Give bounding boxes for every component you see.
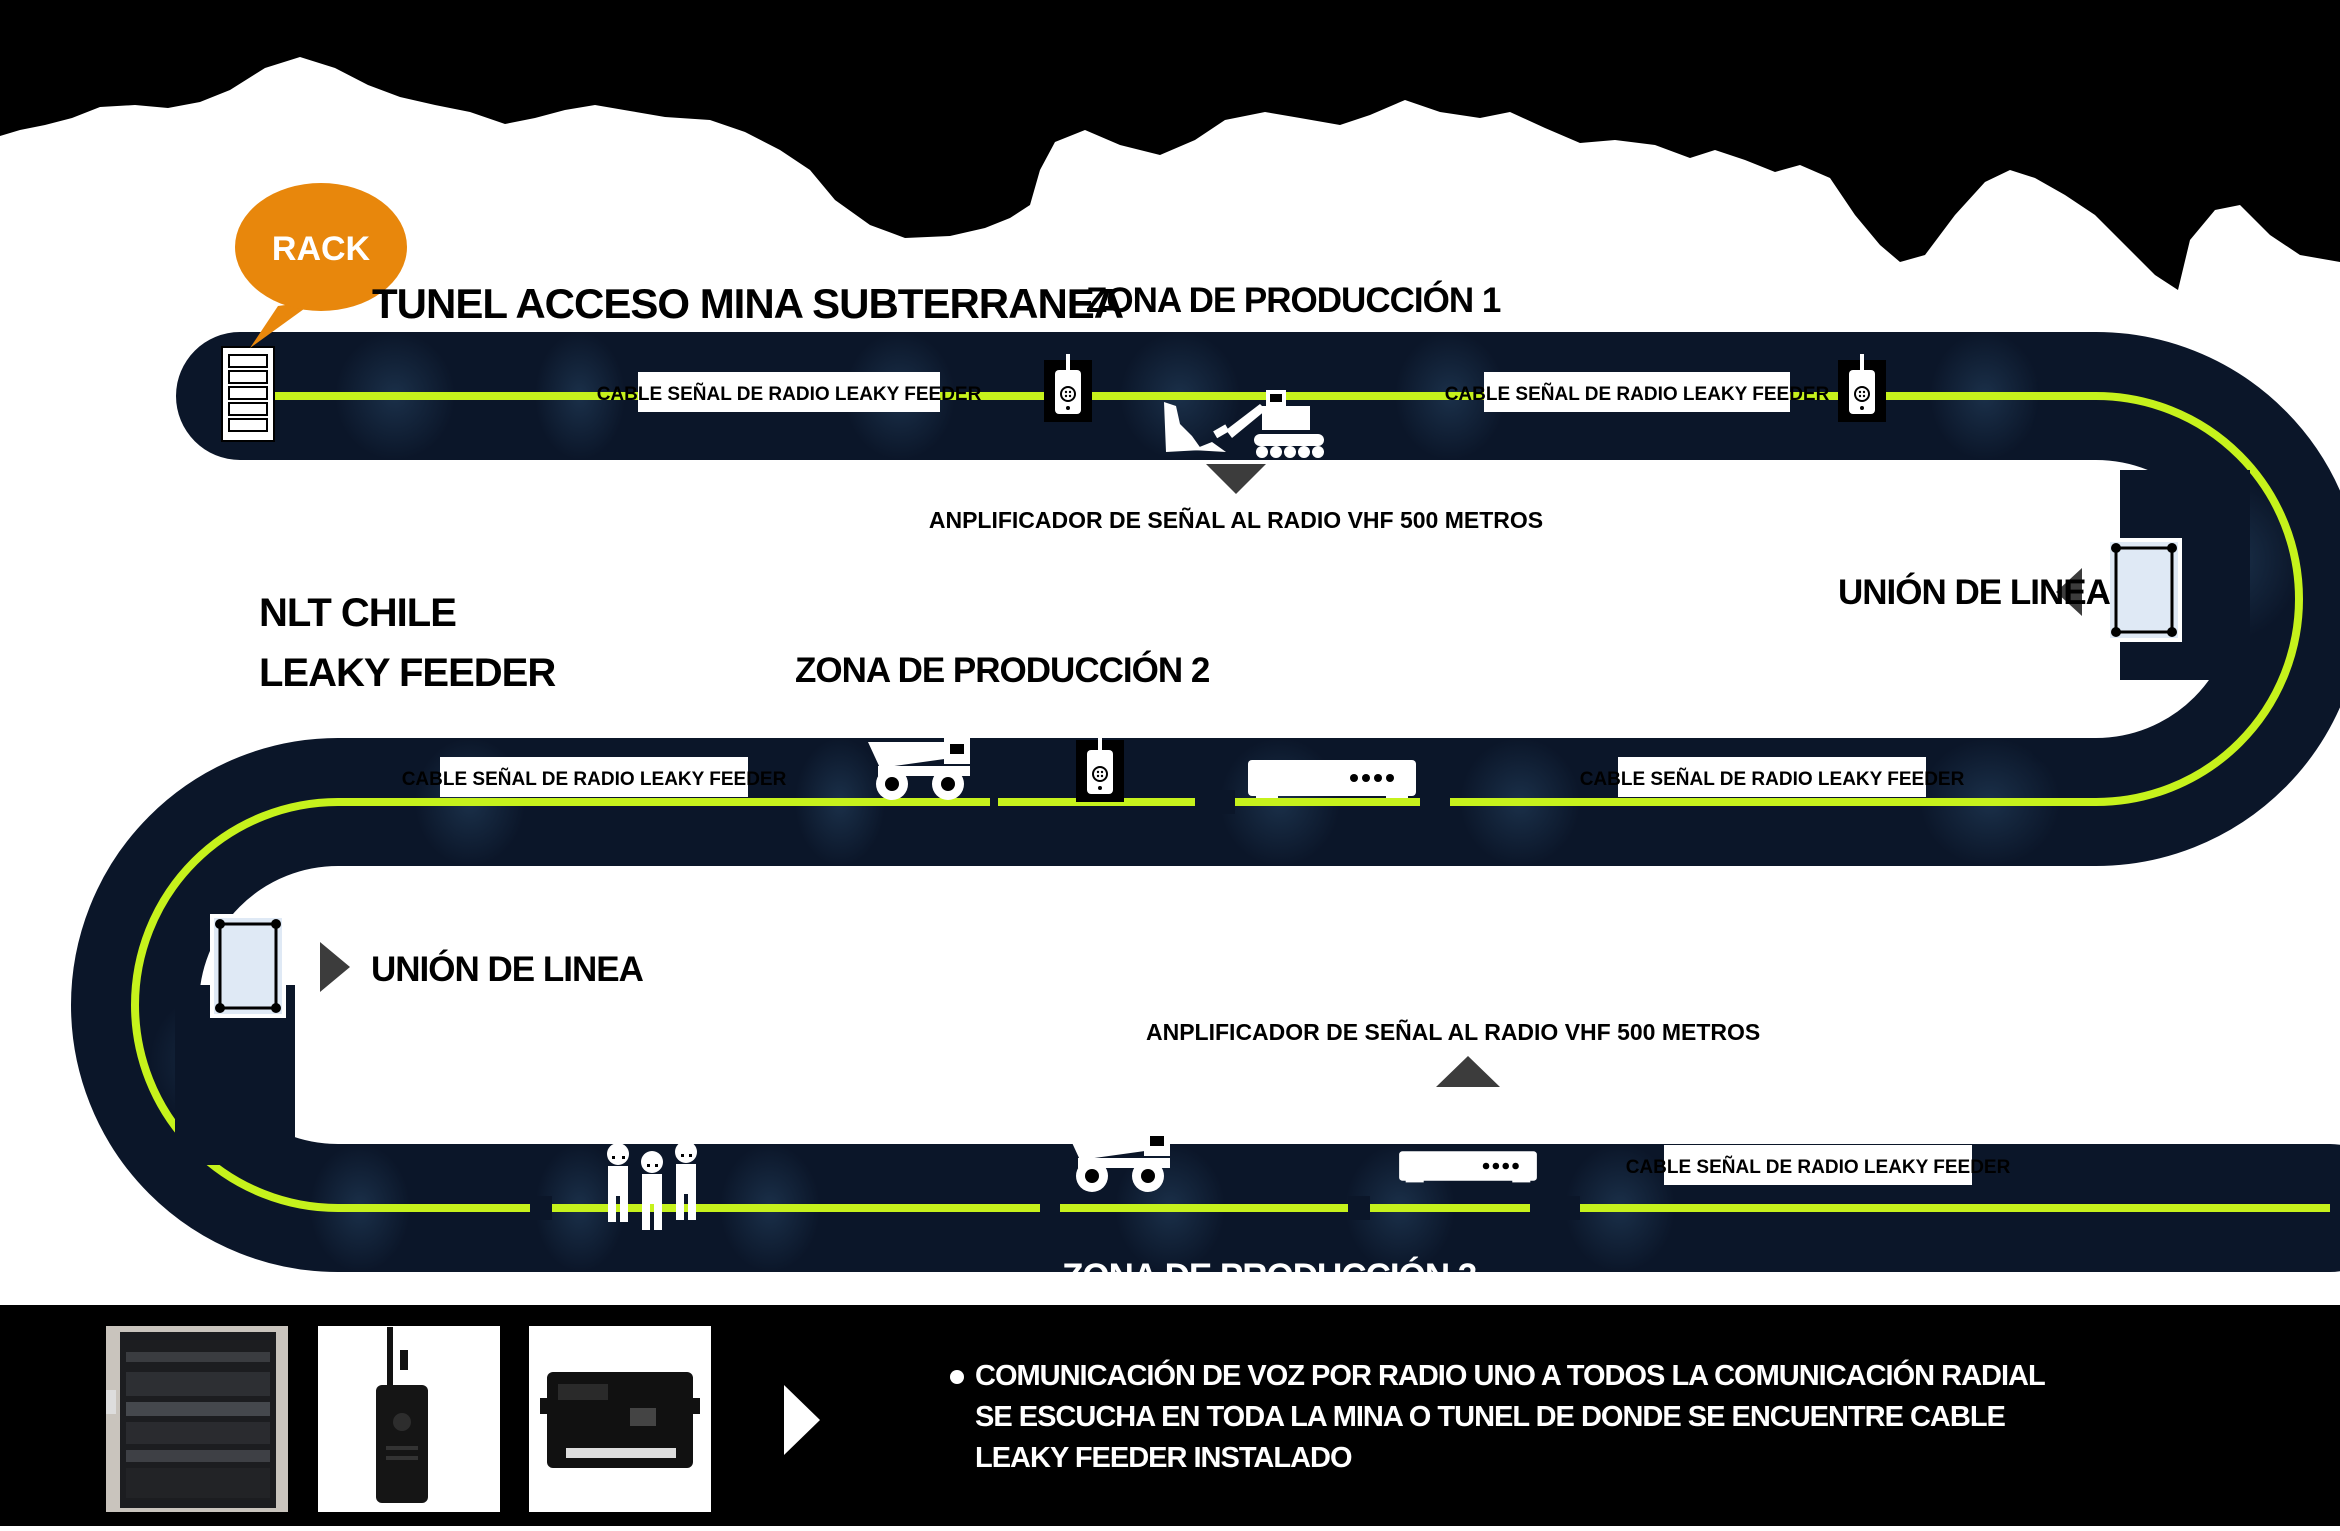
mountain-silhouette: [0, 0, 2340, 290]
amplifier-box-photo: [529, 1326, 711, 1512]
rack-label: RACK: [272, 230, 371, 268]
arrow-right-icon: [320, 942, 350, 992]
amplifier-label-1: ANPLIFICADOR DE SEÑAL AL RADIO VHF 500 M…: [929, 506, 1543, 533]
bullet-icon: [950, 1370, 964, 1384]
junction-box-icon: [210, 914, 286, 1018]
handheld-radio-photo: [318, 1326, 500, 1512]
cable-label-row2-b: CABLE SEÑAL DE RADIO LEAKY FEEDER: [1580, 757, 1965, 797]
svg-text:CABLE SEÑAL DE RADIO LEAKY FE: CABLE SEÑAL DE RADIO LEAKY FEEDER: [597, 383, 982, 405]
svg-text:CABLE SEÑAL DE RADIO LEAKY FE: CABLE SEÑAL DE RADIO LEAKY FEEDER: [402, 768, 787, 790]
arrow-up-icon: [1436, 1056, 1500, 1087]
amplifier-icon: [1248, 760, 1416, 798]
svg-text:CABLE SEÑAL DE RADIO LEAKY FE: CABLE SEÑAL DE RADIO LEAKY FEEDER: [1626, 1156, 2011, 1178]
amplifier-icon: [1399, 1151, 1537, 1183]
tunnel-access-title: TUNEL ACCESO MINA SUBTERRANEA: [372, 280, 1124, 327]
arrow-down-icon: [1206, 464, 1266, 494]
arrow-left-icon: [2056, 568, 2082, 616]
miners-icon: [607, 1141, 697, 1230]
radio-icon: [1076, 734, 1124, 802]
brand-line-1: NLT CHILE: [259, 591, 456, 635]
zone-1-title: ZONA DE PRODUCCIÓN 1: [1086, 280, 1501, 320]
svg-text:CABLE SEÑAL DE RADIO LEAKY FE: CABLE SEÑAL DE RADIO LEAKY FEEDER: [1445, 383, 1830, 405]
cable-label-row3: CABLE SEÑAL DE RADIO LEAKY FEEDER: [1626, 1145, 2011, 1185]
footer-description: COMUNICACIÓN DE VOZ POR RADIO UNO A TODO…: [975, 1360, 2045, 1474]
brand-line-2: LEAKY FEEDER: [259, 651, 556, 695]
rack-photo: [106, 1326, 288, 1512]
radio-icon: [1838, 354, 1886, 422]
cable-label-row1-b: CABLE SEÑAL DE RADIO LEAKY FEEDER: [1445, 372, 1830, 412]
svg-text:CABLE SEÑAL DE RADIO LEAKY FE: CABLE SEÑAL DE RADIO LEAKY FEEDER: [1580, 768, 1965, 790]
excavator-icon: [1164, 390, 1324, 458]
junction-box-icon: [2106, 538, 2182, 642]
radio-icon: [1044, 354, 1092, 422]
cable-gaps: [175, 470, 2250, 1220]
zone-2-title: ZONA DE PRODUCCIÓN 2: [795, 650, 1210, 690]
rack-bubble: RACK: [235, 183, 407, 348]
cable-label-row1-a: CABLE SEÑAL DE RADIO LEAKY FEEDER: [597, 372, 982, 412]
cable-label-row2-a: CABLE SEÑAL DE RADIO LEAKY FEEDER: [402, 757, 787, 797]
zone-3-title: ZONA DE PRODUCCIÓN 3: [1062, 1256, 1477, 1296]
union-label-left: UNIÓN DE LINEA: [371, 949, 644, 989]
amplifier-label-2: ANPLIFICADOR DE SEÑAL AL RADIO VHF 500 M…: [1146, 1018, 1760, 1045]
rack-icon: [221, 346, 275, 442]
union-label-right: UNIÓN DE LINEA: [1838, 572, 2111, 612]
arrow-right-icon: [784, 1385, 820, 1455]
